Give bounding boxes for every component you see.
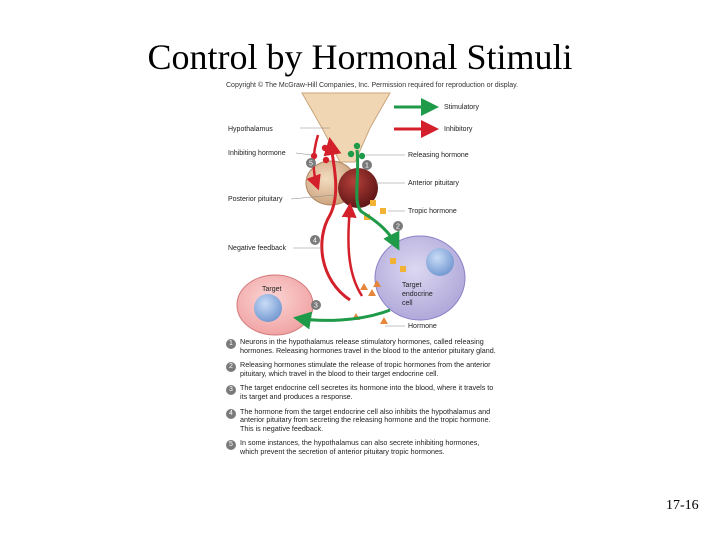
step-text: In some instances, the hypothalamus can … xyxy=(240,438,480,456)
legend-stimulatory-label: Stimulatory xyxy=(444,104,480,111)
negative-feedback-pathway xyxy=(320,137,351,302)
label-posterior-pituitary: Posterior pituitary xyxy=(228,196,283,203)
step-4: 4 The hormone from the target endocrine … xyxy=(226,406,496,434)
label-hypothalamus: Hypothalamus xyxy=(228,126,273,133)
releasing-hormone-dot xyxy=(347,150,355,158)
label-hormone: Hormone xyxy=(408,323,437,330)
label-target: Target xyxy=(262,286,282,293)
legend: Stimulatory Inhibitory xyxy=(394,98,480,138)
step-number: 4 xyxy=(226,408,236,419)
step-number: 3 xyxy=(226,385,236,396)
slide-title: Control by Hormonal Stimuli xyxy=(147,37,573,77)
tropic-hormone-pathway xyxy=(355,149,400,251)
label-releasing-hormone: Releasing hormone xyxy=(408,152,469,159)
label-target-endocrine-cell-1: Target xyxy=(402,282,422,289)
target-cell-nucleus xyxy=(254,294,282,322)
svg-text:5: 5 xyxy=(309,161,313,168)
step-number: 1 xyxy=(226,339,236,349)
marker-2: 2 xyxy=(393,221,403,231)
step-text: The hormone from the target endocrine ce… xyxy=(240,406,491,433)
step-2: 2 Releasing hormones stimulate the relea… xyxy=(226,360,496,378)
svg-text:4: 4 xyxy=(313,238,317,245)
hormone-to-target-pathway xyxy=(293,308,391,330)
tropic-hormone-square xyxy=(390,258,396,264)
marker-5: 5 xyxy=(306,158,316,168)
negative-feedback-pituitary-pathway xyxy=(341,202,364,297)
marker-4: 4 xyxy=(310,235,320,245)
label-tropic-hormone: Tropic hormone xyxy=(408,208,457,215)
step-number: 2 xyxy=(226,362,236,373)
step-3: 3 The target endocrine cell secretes its… xyxy=(226,384,496,401)
steps-list: 1 Neurons in the hypothalamus release st… xyxy=(226,337,496,463)
releasing-hormone-dot xyxy=(353,142,361,150)
marker-3: 3 xyxy=(311,300,321,310)
marker-1: 1 xyxy=(362,160,372,170)
step-5: 5 In some instances, the hypothalamus ca… xyxy=(226,438,496,456)
legend-inhibitory-label: Inhibitory xyxy=(444,126,473,133)
label-target-endocrine-cell-2: endocrine xyxy=(402,291,433,298)
label-inhibiting-hormone: Inhibiting hormone xyxy=(228,150,286,157)
svg-text:3: 3 xyxy=(314,303,318,310)
step-1: 1 Neurons in the hypothalamus release st… xyxy=(226,337,496,355)
slide-number: 17-16 xyxy=(666,498,699,513)
hormone-triangle xyxy=(380,317,388,324)
step-number: 5 xyxy=(226,440,236,451)
hormone-triangle xyxy=(373,280,381,287)
svg-text:1: 1 xyxy=(365,163,369,170)
step-text: Releasing hormones stimulate the release… xyxy=(240,360,491,378)
releasing-hormone-dot xyxy=(358,152,366,160)
svg-text:2: 2 xyxy=(396,224,400,231)
label-anterior-pituitary: Anterior pituitary xyxy=(408,180,459,187)
tropic-hormone-square xyxy=(370,200,376,206)
inhibiting-hormone-dot xyxy=(321,144,329,152)
tropic-hormone-square xyxy=(380,208,386,214)
hormone-triangle xyxy=(360,283,368,290)
endocrine-cell-nucleus xyxy=(426,248,454,276)
label-negative-feedback: Negative feedback xyxy=(228,245,286,252)
step-text: Neurons in the hypothalamus release stim… xyxy=(240,337,496,355)
hormone-triangle xyxy=(368,289,376,296)
copyright-notice: Copyright © The McGraw-Hill Companies, I… xyxy=(226,82,519,89)
tropic-hormone-square xyxy=(400,266,406,272)
inhibiting-hormone-dot xyxy=(322,156,330,164)
target-endocrine-cell xyxy=(374,235,466,321)
step-text: The target endocrine cell secretes its h… xyxy=(240,383,494,401)
label-target-endocrine-cell-3: cell xyxy=(402,300,413,307)
